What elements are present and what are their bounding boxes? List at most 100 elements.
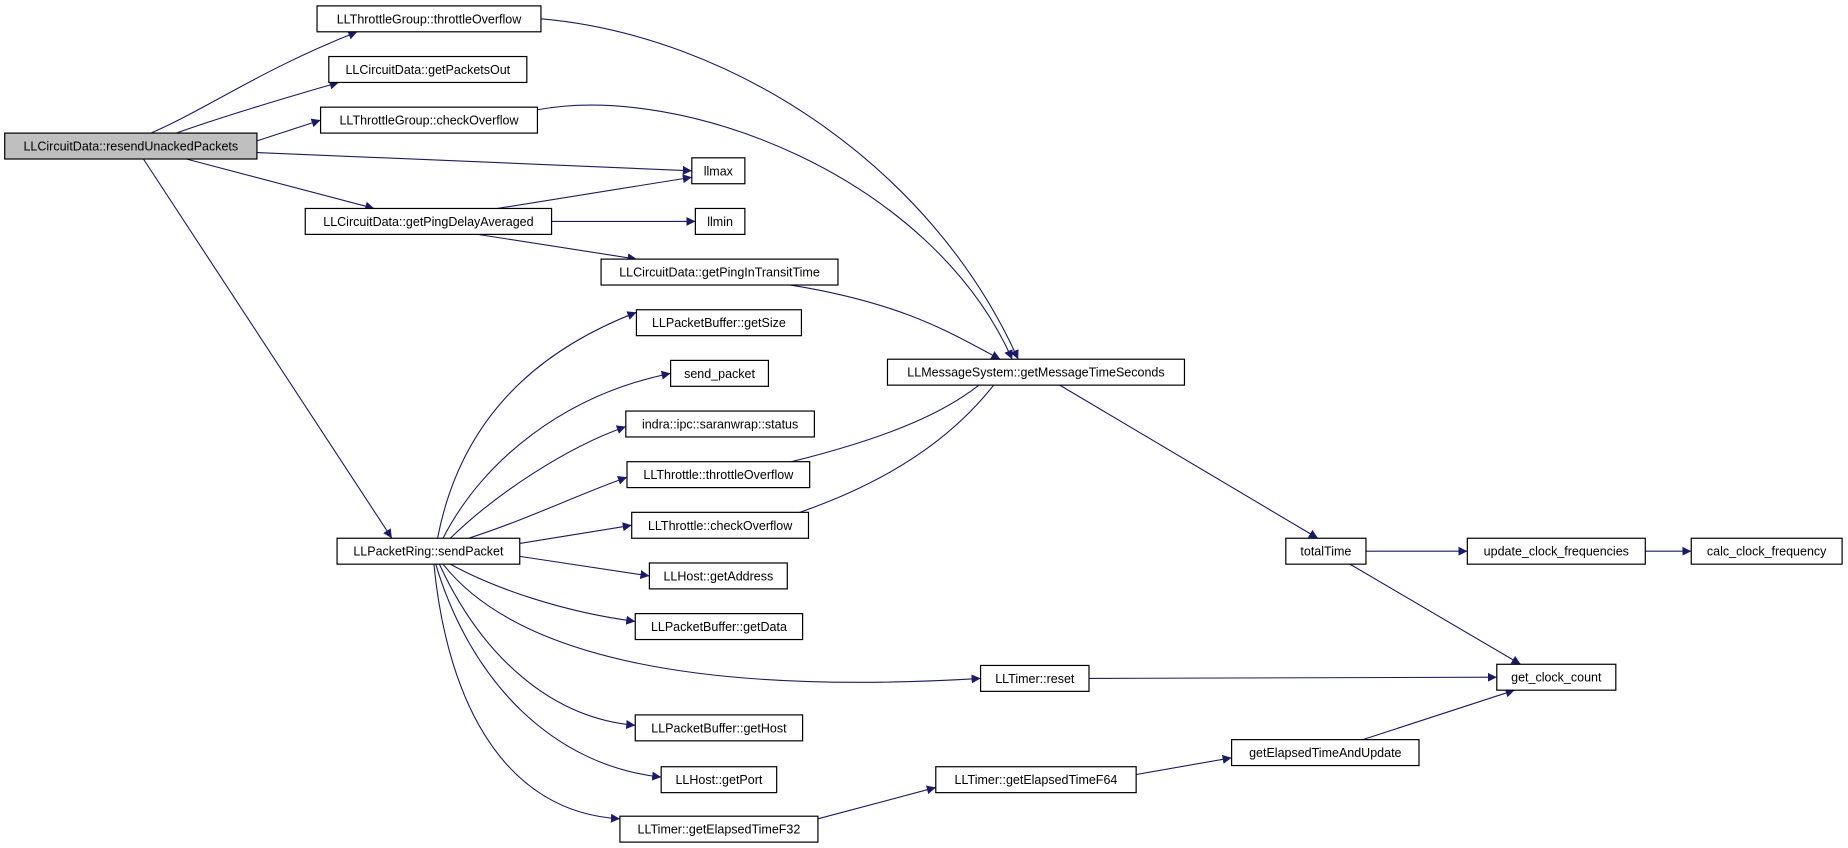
edge-sendPacket-to-elapsedF32 [433, 564, 620, 823]
node-label: indra::ipc::saranwrap::status [642, 418, 798, 432]
node-resend[interactable]: LLCircuitData::resendUnackedPackets [4, 132, 258, 160]
node-elapsedF32[interactable]: LLTimer::getElapsedTimeF32 [619, 815, 819, 843]
node-label: totalTime [1300, 545, 1351, 559]
node-elapsedUpdate[interactable]: getElapsedTimeAndUpdate [1231, 739, 1420, 767]
node-label: LLPacketRing::sendPacket [353, 545, 504, 559]
node-box [619, 815, 819, 843]
node-box [626, 461, 811, 489]
node-status[interactable]: indra::ipc::saranwrap::status [625, 410, 815, 438]
edge-layer [142, 18, 1692, 823]
edge-elapsedUpdate-to-getClock [1362, 688, 1515, 741]
node-llmax[interactable]: llmax [691, 157, 746, 185]
node-sendPacketFn[interactable]: send_packet [670, 359, 770, 387]
node-label: LLPacketBuffer::getSize [652, 316, 786, 330]
edge-sendPacket-to-pbGetData [450, 563, 636, 625]
edge-pingAvg-to-llmax [497, 174, 692, 210]
node-pbGetSize[interactable]: LLPacketBuffer::getSize [635, 309, 803, 337]
node-box [316, 5, 542, 33]
edge-pingAvg-to-pingTransit [477, 233, 637, 263]
node-totalTime[interactable]: totalTime [1285, 537, 1367, 565]
edge-resend-to-llmax [256, 151, 692, 175]
node-updateClock[interactable]: update_clock_frequencies [1466, 537, 1646, 565]
node-tThrottle[interactable]: LLThrottle::throttleOverflow [626, 461, 811, 489]
node-label: llmin [707, 215, 733, 229]
edge-resend-to-getPacketsOut [176, 80, 339, 134]
edge-sendPacket-to-getPort [435, 563, 662, 781]
node-label: LLCircuitData::resendUnackedPackets [23, 140, 238, 154]
node-box [935, 766, 1137, 794]
node-label: LLThrottleGroup::throttleOverflow [337, 12, 523, 26]
node-getPort[interactable]: LLHost::getPort [660, 766, 778, 794]
node-label: LLCircuitData::getPingInTransitTime [619, 266, 820, 280]
node-box [1285, 537, 1367, 565]
node-box [600, 258, 839, 286]
node-label: LLThrottle::checkOverflow [648, 519, 793, 533]
node-label: update_clock_frequencies [1484, 545, 1629, 559]
node-box [670, 359, 770, 387]
node-sendPacket[interactable]: LLPacketRing::sendPacket [336, 537, 521, 565]
node-label: get_clock_count [1511, 671, 1602, 685]
edge-sendPacket-to-pbGetHost [438, 563, 636, 730]
node-tgThrottle[interactable]: LLThrottleGroup::throttleOverflow [316, 5, 542, 33]
node-pingAvg[interactable]: LLCircuitData::getPingDelayAveraged [304, 207, 553, 235]
edge-timerReset-to-getClock [1088, 672, 1497, 682]
edge-elapsedF64-to-elapsedUpdate [1136, 754, 1232, 776]
node-llmin[interactable]: llmin [694, 207, 746, 235]
node-tCheck[interactable]: LLThrottle::checkOverflow [631, 511, 810, 539]
node-label: LLThrottleGroup::checkOverflow [339, 114, 519, 128]
node-layer: LLCircuitData::resendUnackedPacketsLLThr… [4, 5, 1843, 843]
node-timerReset[interactable]: LLTimer::reset [979, 664, 1090, 692]
edge-sendPacket-to-timerReset [442, 563, 981, 684]
node-box [4, 132, 258, 160]
node-box [328, 55, 528, 84]
node-box [886, 358, 1186, 386]
node-calcClock[interactable]: calc_clock_frequency [1690, 537, 1843, 565]
node-box [304, 207, 553, 235]
node-label: llmax [704, 164, 734, 178]
node-label: LLHost::getAddress [663, 569, 773, 583]
node-getAddress[interactable]: LLHost::getAddress [648, 562, 788, 590]
node-label: LLTimer::getElapsedTimeF64 [955, 773, 1118, 787]
node-pingTransit[interactable]: LLCircuitData::getPingInTransitTime [600, 258, 839, 286]
node-box [631, 511, 810, 539]
node-elapsedF64[interactable]: LLTimer::getElapsedTimeF64 [935, 766, 1137, 794]
node-box [660, 766, 778, 794]
node-label: LLTimer::getElapsedTimeF32 [638, 823, 801, 837]
node-box [634, 714, 804, 742]
node-box [1466, 537, 1646, 565]
edge-resend-to-sendPacket [142, 158, 393, 539]
edge-totalTime-to-getClock [1349, 563, 1521, 665]
node-getClock[interactable]: get_clock_count [1496, 663, 1617, 691]
node-label: send_packet [684, 367, 755, 381]
edge-resend-to-pingAvg [186, 158, 375, 211]
edge-sendPacket-to-pbGetSize [437, 311, 637, 539]
node-label: LLThrottle::throttleOverflow [643, 468, 794, 482]
edge-elapsedF32-to-elapsedF64 [817, 785, 936, 820]
edge-sendPacket-to-tThrottle [468, 475, 628, 539]
node-label: LLHost::getPort [675, 773, 762, 787]
node-label: calc_clock_frequency [1707, 545, 1827, 559]
node-box [1231, 739, 1420, 767]
node-box [979, 664, 1090, 692]
node-box [336, 537, 521, 565]
edge-sendPacket-to-sendPacketFn [442, 370, 671, 539]
node-box [625, 410, 815, 438]
node-msgTime[interactable]: LLMessageSystem::getMessageTimeSeconds [886, 358, 1186, 386]
node-box [694, 207, 746, 235]
node-getPacketsOut[interactable]: LLCircuitData::getPacketsOut [328, 55, 528, 84]
node-pbGetData[interactable]: LLPacketBuffer::getData [634, 613, 804, 641]
node-label: LLTimer::reset [995, 672, 1075, 686]
node-box [1690, 537, 1843, 565]
edge-sendPacket-to-getAddress [519, 555, 650, 580]
node-pbGetHost[interactable]: LLPacketBuffer::getHost [634, 714, 804, 742]
node-box [1496, 663, 1617, 691]
edge-tgThrottle-to-msgTime [540, 18, 1019, 360]
node-label: LLCircuitData::getPingDelayAveraged [323, 215, 533, 229]
node-box [691, 157, 746, 185]
node-label: getElapsedTimeAndUpdate [1249, 746, 1401, 760]
node-label: LLPacketBuffer::getHost [651, 721, 787, 735]
node-tgCheck[interactable]: LLThrottleGroup::checkOverflow [319, 106, 539, 134]
edge-tgCheck-to-msgTime [537, 104, 1013, 360]
edge-resend-to-tgThrottle [150, 30, 358, 134]
